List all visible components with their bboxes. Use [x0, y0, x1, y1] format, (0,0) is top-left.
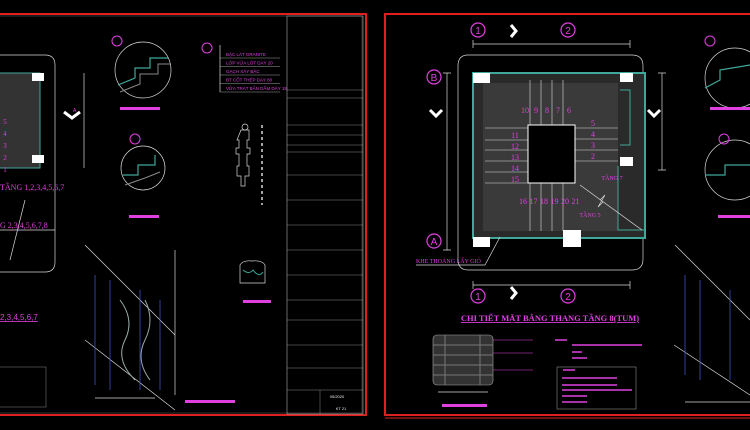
layer-label: VỮA TRÁT BẢN DẦM DÀY 15	[226, 85, 287, 91]
axis-label: A	[431, 237, 438, 248]
axis-label: 1	[475, 292, 481, 303]
step-number: 2	[591, 152, 595, 161]
step-number: 17	[530, 197, 538, 206]
step-number: 10	[521, 106, 529, 115]
baluster-detail	[235, 123, 263, 205]
right-stair-section	[673, 244, 750, 403]
stair-plan	[457, 54, 646, 271]
left-plan-title: 2,3,4,5,6,7	[0, 313, 38, 322]
axis-bubble	[426, 69, 442, 85]
floor-label-2: G 2,3,4,5,6,7,8	[0, 221, 48, 230]
detail-circle-1	[111, 35, 172, 110]
right-detail-circles	[704, 35, 750, 218]
layer-label: GẠCH XÂY BẬC	[226, 68, 260, 74]
step-number: 21	[572, 197, 580, 206]
section-arrow-icon	[509, 24, 518, 38]
left-partial-plan: A 5 4 3 2 1 TẦNG 1,2,3,4,5,6,7 G 2,3,4,5,6,7…	[0, 54, 85, 408]
step-number: 8	[545, 106, 549, 115]
floor-upper-label: TẦNG 7	[601, 174, 622, 182]
layer-label: LỚP VỮA LÓT DÀY 20	[226, 60, 273, 66]
step-number: 5	[591, 119, 595, 128]
stair-section-detail	[84, 244, 235, 411]
step-number: 1	[3, 166, 7, 174]
layer-legend: BẬC LÁT GRANITE LỚP VỮA LÓT DÀY 20 GẠCH XÂ…	[201, 42, 287, 93]
step-number: 18	[540, 197, 548, 206]
step-number: 3	[3, 142, 7, 150]
step-number: 2	[3, 154, 7, 162]
step-number: 16	[519, 197, 527, 206]
section-arrow-icon	[63, 110, 81, 120]
step-number: 7	[556, 106, 560, 115]
axis-label: 2	[565, 292, 571, 303]
step-number: 13	[511, 153, 519, 162]
axis-bubble	[470, 288, 486, 304]
section-arrow-icon	[509, 286, 518, 300]
detail-circle-2	[120, 133, 166, 218]
dimension-lines	[443, 40, 666, 289]
right-sheet-border	[384, 13, 750, 419]
step-number: 11	[511, 131, 519, 140]
step-number: 4	[591, 130, 595, 139]
layer-label: BT CỐT THÉP DÀY 80	[226, 77, 273, 83]
step-number: 6	[567, 106, 571, 115]
step-number: 14	[511, 164, 519, 173]
step-number: 3	[591, 141, 595, 150]
axis-bubble	[470, 22, 486, 38]
step-number: 4	[3, 130, 7, 138]
section-arrow-icon	[428, 108, 444, 119]
step-number: 15	[511, 175, 519, 184]
step-number: 20	[561, 197, 569, 206]
section-mark-label: A	[73, 108, 77, 114]
floor-lower-label: TẦNG 5	[579, 211, 600, 219]
floor-label-1: TẦNG 1,2,3,4,5,6,7	[0, 182, 64, 192]
axis-bubble	[560, 288, 576, 304]
axis-label: B	[431, 73, 438, 84]
handrail-detail	[239, 260, 271, 303]
step-number: 5	[3, 118, 7, 126]
title-block-sheet: KT 21	[336, 406, 347, 411]
axis-bubble	[560, 22, 576, 38]
title-block-date: 05/2020	[330, 394, 345, 399]
axis-label: 1	[475, 26, 481, 37]
axis-bubble	[426, 233, 442, 249]
plan-title: CHI TIẾT MẶT BẰNG THANG TẦNG 8(TUM)	[461, 313, 639, 323]
section-arrow-icon	[646, 108, 662, 119]
vent-label: KHE THOÁNG LẤY GIÓ	[416, 257, 481, 265]
tile-detail	[432, 334, 533, 407]
axis-label: 2	[565, 26, 571, 37]
left-sheet-border	[0, 13, 367, 416]
step-number: 9	[534, 106, 538, 115]
notes-box	[555, 339, 642, 410]
title-block: 05/2020 KT 21	[286, 15, 364, 415]
layer-label: BẬC LÁT GRANITE	[226, 51, 266, 57]
step-number: 19	[551, 197, 559, 206]
step-number: 12	[511, 142, 519, 151]
